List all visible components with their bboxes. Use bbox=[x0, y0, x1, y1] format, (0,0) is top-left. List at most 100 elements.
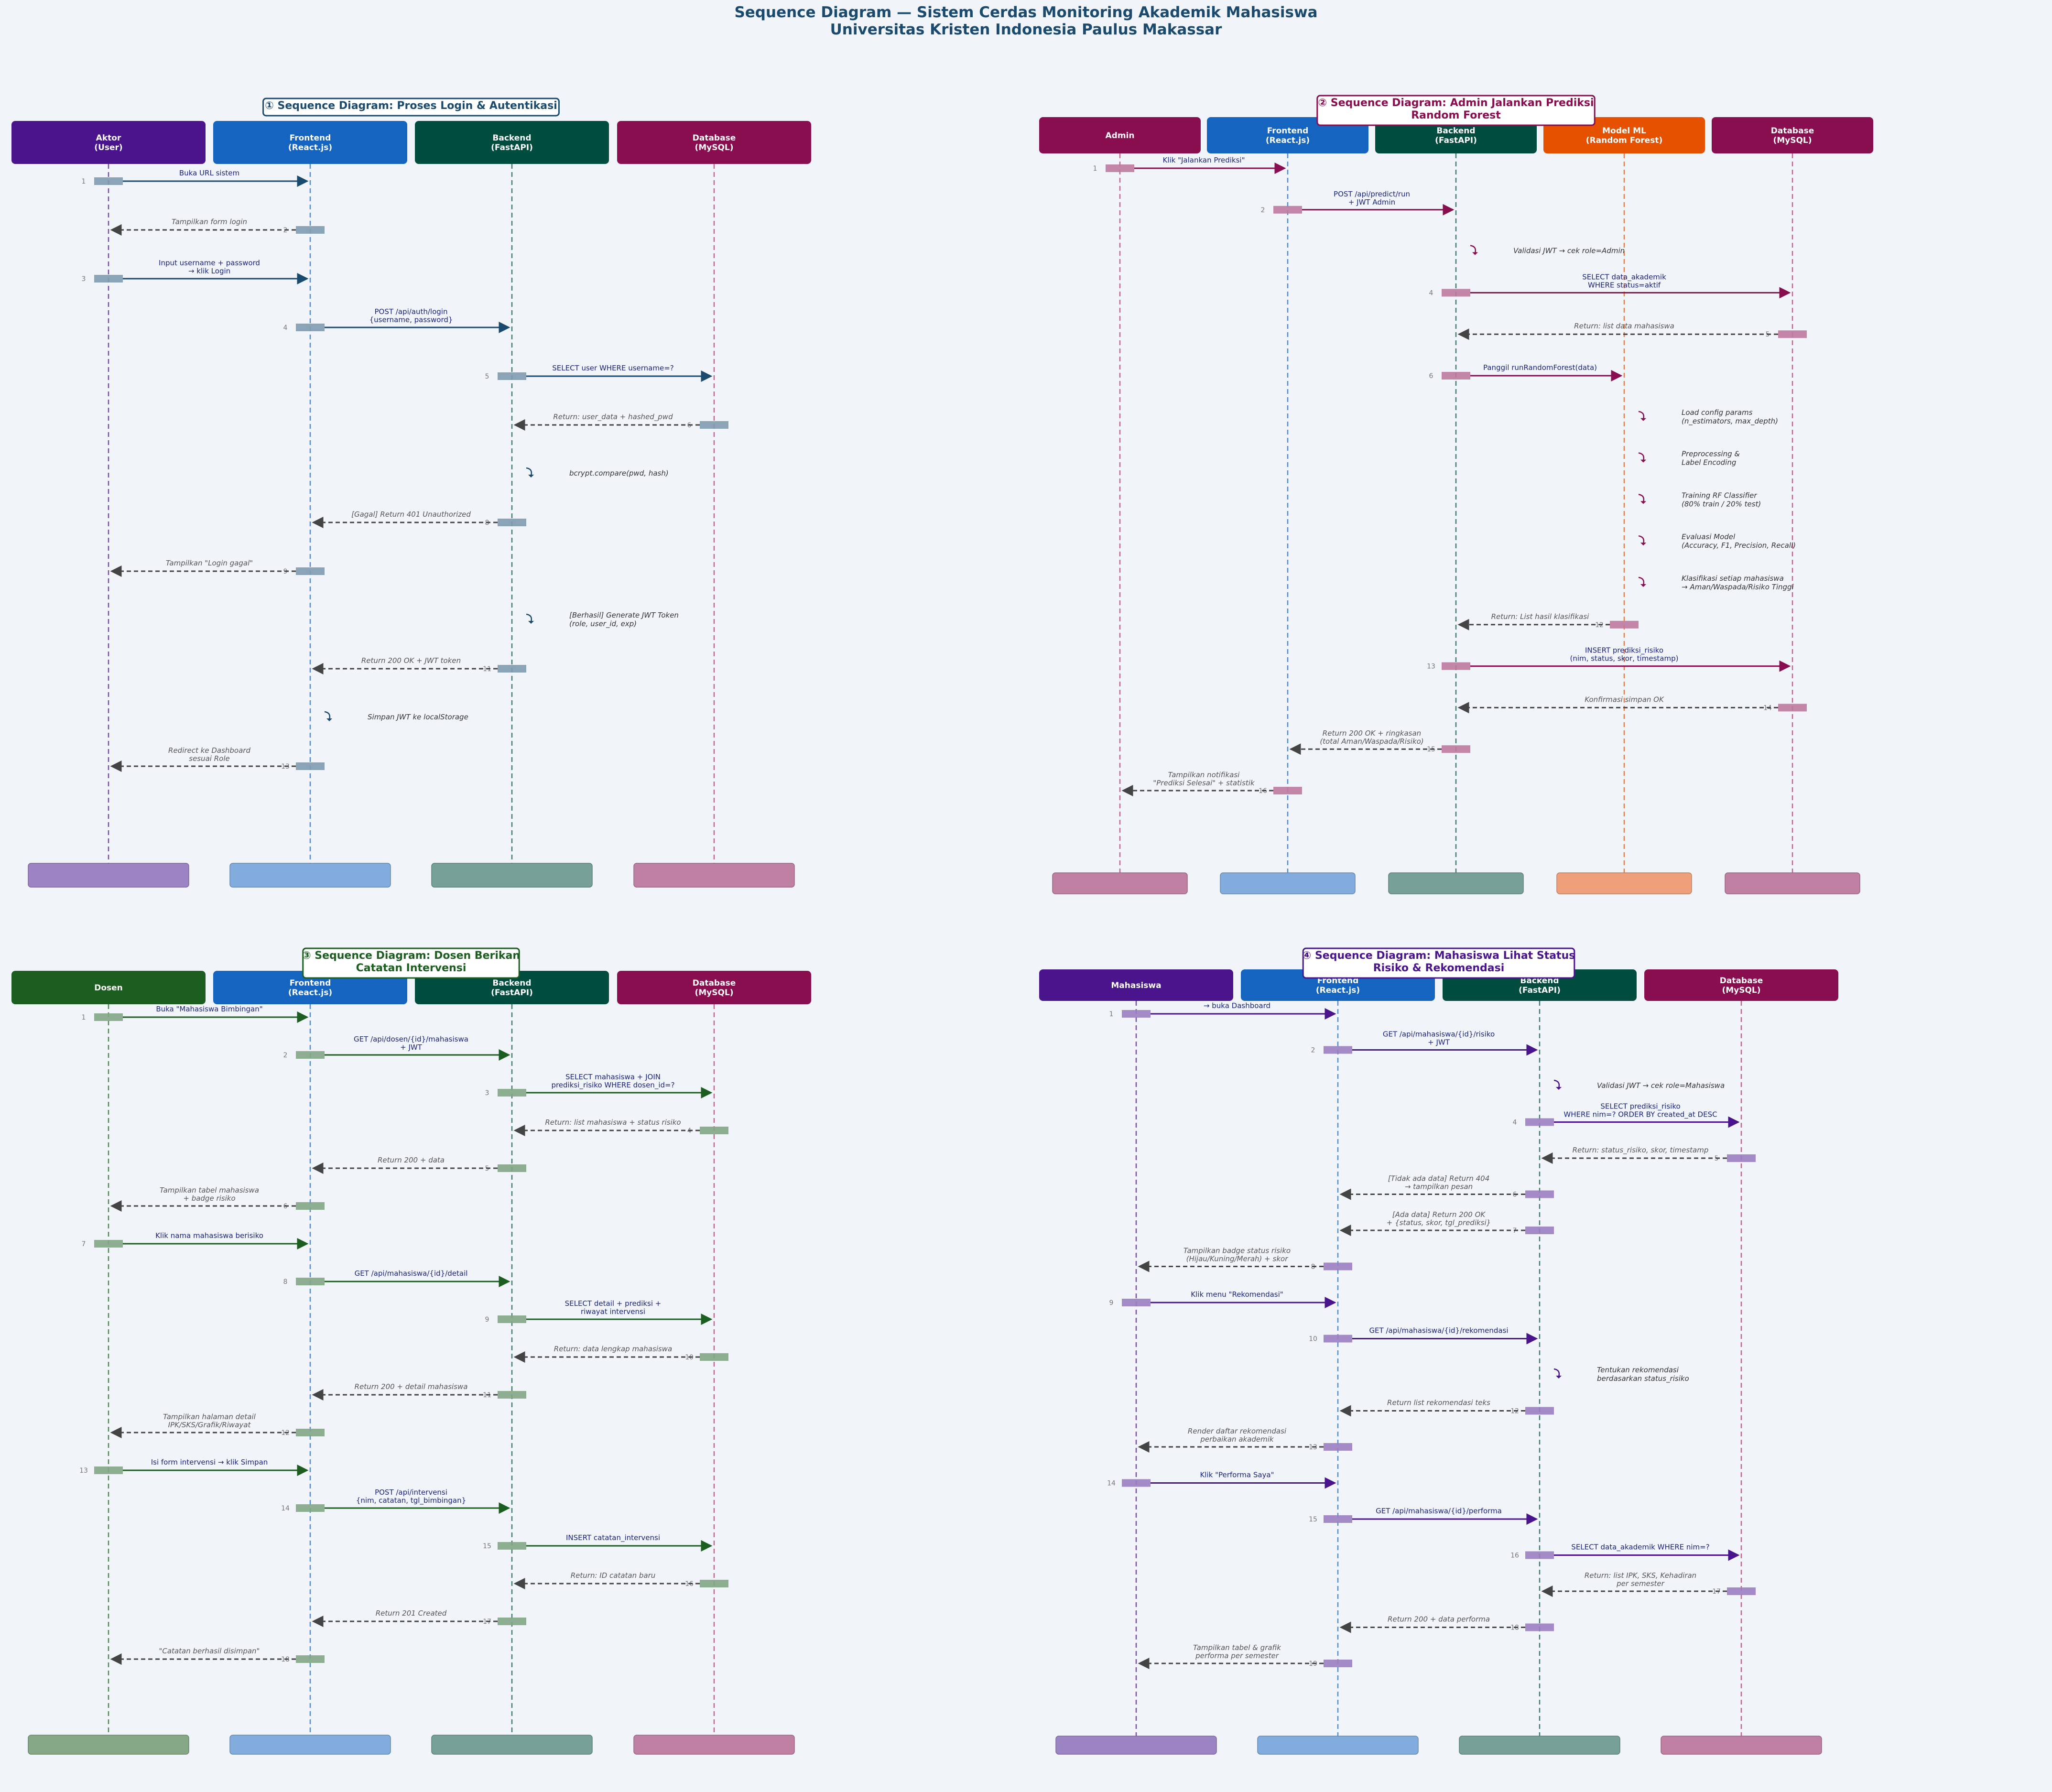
self-call-note: Evaluasi Model(Accuracy, F1, Precision, … bbox=[1682, 532, 1796, 550]
actor-header-label: Database(MySQL) bbox=[693, 978, 736, 998]
self-call-note: bcrypt.compare(pwd, hash) bbox=[569, 469, 669, 478]
self-call-arrow bbox=[1470, 245, 1477, 253]
step-number: 4 bbox=[283, 324, 288, 332]
step-16: 16Tampilkan notifikasi"Prediksi Selesai"… bbox=[1121, 771, 1302, 796]
actor-footer-box bbox=[1725, 872, 1860, 894]
actor-footer-box bbox=[1459, 1736, 1620, 1755]
return-label: [Gagal] Return 401 Unauthorized bbox=[351, 510, 471, 519]
actor-header-box bbox=[11, 971, 206, 1004]
self-call-arrowhead bbox=[1640, 584, 1646, 587]
activation-bar bbox=[1610, 620, 1639, 629]
self-call-arrow bbox=[1553, 1368, 1560, 1377]
step-7: bcrypt.compare(pwd, hash) bbox=[526, 467, 669, 478]
step-number: 4 bbox=[1513, 1119, 1517, 1127]
activation-bar bbox=[94, 275, 123, 282]
actor-header-box bbox=[1039, 969, 1233, 1001]
step-11: 11Return 200 + detail mahasiswa bbox=[312, 1382, 526, 1401]
step-number: 9 bbox=[485, 1316, 489, 1324]
self-call-note: Training RF Classifier(80% train / 20% t… bbox=[1682, 491, 1761, 508]
message-label: GET /api/mahasiswa/{id}/detail bbox=[355, 1269, 468, 1278]
message-label: → buka Dashboard bbox=[1204, 1001, 1270, 1010]
activation-bar bbox=[1442, 372, 1470, 380]
step-number: 1 bbox=[82, 1014, 86, 1021]
activation-bar bbox=[1324, 1046, 1352, 1054]
activation-bar bbox=[498, 1542, 526, 1550]
self-call-arrow bbox=[1638, 452, 1645, 461]
step-1: 1→ buka Dashboard bbox=[1109, 1001, 1336, 1020]
return-label: Return: list mahasiswa + status risiko bbox=[545, 1118, 681, 1127]
step-8: 8 GET /api/mahasiswa/{id}/detail bbox=[283, 1269, 510, 1287]
diagram-title-box bbox=[1302, 947, 1575, 979]
activation-bar bbox=[700, 421, 728, 429]
self-call-note: Simpan JWT ke localStorage bbox=[368, 713, 468, 721]
step-number: 8 bbox=[283, 1278, 288, 1286]
activation-bar bbox=[94, 1466, 123, 1474]
step-12: Simpan JWT ke localStorage bbox=[324, 711, 468, 721]
message-label: POST /api/predict/run+ JWT Admin bbox=[1334, 190, 1410, 206]
activation-bar bbox=[1324, 1443, 1352, 1451]
return-label: Return: status_risiko, skor, timestamp bbox=[1573, 1146, 1709, 1155]
message-label: Klik nama mahasiswa berisiko bbox=[155, 1231, 263, 1240]
message-label: POST /api/intervensi{nim, catatan, tgl_b… bbox=[356, 1488, 466, 1505]
step-4: 4Return: list mahasiswa + status risiko bbox=[513, 1118, 728, 1136]
activation-bar bbox=[498, 665, 526, 673]
activation-bar bbox=[1324, 1262, 1352, 1271]
activation-bar bbox=[1324, 1515, 1352, 1523]
diagram-title: ② Sequence Diagram: Admin Jalankan Predi… bbox=[1318, 97, 1594, 121]
actor-header-label: Frontend(React.js) bbox=[288, 978, 332, 998]
actor-header-box bbox=[415, 121, 609, 164]
actor-header-label: Database(MySQL) bbox=[1720, 976, 1763, 995]
actor-header-label: Backend(FastAPI) bbox=[1435, 126, 1477, 145]
activation-bar bbox=[498, 1391, 526, 1399]
diagram-title: ① Sequence Diagram: Proses Login & Auten… bbox=[265, 100, 557, 112]
activation-bar bbox=[498, 519, 526, 526]
return-label: "Catatan berhasil disimpan" bbox=[159, 1647, 260, 1655]
actor-header-box bbox=[11, 121, 206, 164]
self-call-arrow bbox=[1553, 1079, 1560, 1088]
actor-header-label: Aktor(User) bbox=[94, 133, 122, 152]
activation-bar bbox=[1324, 1335, 1352, 1343]
self-call-arrowhead bbox=[1640, 543, 1646, 546]
actor-footer-box bbox=[431, 1735, 593, 1755]
step-10: Evaluasi Model(Accuracy, F1, Precision, … bbox=[1638, 532, 1796, 550]
return-label: Return: data lengkap mahasiswa bbox=[554, 1345, 672, 1353]
actor-footer-box bbox=[1257, 1736, 1419, 1755]
actor-header-label: Frontend(React.js) bbox=[288, 133, 332, 152]
step-12: 12Return: List hasil klasifikasi bbox=[1457, 612, 1639, 630]
return-label: Return 200 OK + ringkasan(total Aman/Was… bbox=[1320, 729, 1423, 746]
step-18: 18Return 200 + data performa bbox=[1339, 1615, 1554, 1633]
return-label: [Ada data] Return 200 OK+ {status, skor,… bbox=[1387, 1210, 1491, 1227]
return-label: Return 200 + data bbox=[378, 1156, 445, 1164]
step-6: 6Return: user_data + hashed_pwd bbox=[513, 413, 728, 431]
self-call-note: Validasi JWT → cek role=Admin bbox=[1513, 247, 1625, 255]
activation-bar bbox=[296, 762, 325, 770]
message-label: SELECT detail + prediksi +riwayat interv… bbox=[565, 1299, 662, 1316]
activation-bar bbox=[1442, 662, 1470, 670]
activation-bar bbox=[700, 1353, 728, 1361]
self-call-arrow bbox=[526, 613, 532, 622]
actor-header-box bbox=[415, 971, 609, 1004]
self-call-arrowhead bbox=[528, 475, 534, 478]
activation-bar bbox=[94, 177, 123, 185]
activation-bar bbox=[1442, 745, 1470, 753]
message-label: INSERT prediksi_risiko(nim, status, skor… bbox=[1570, 646, 1679, 663]
step-8: 8Tampilkan badge status risiko(Hijau/Kun… bbox=[1138, 1247, 1352, 1272]
activation-bar bbox=[498, 1089, 526, 1097]
self-call-arrow bbox=[1638, 411, 1645, 420]
page-title: Sequence Diagram — Sistem Cerdas Monitor… bbox=[734, 4, 1318, 21]
actor-header-box bbox=[617, 121, 811, 164]
